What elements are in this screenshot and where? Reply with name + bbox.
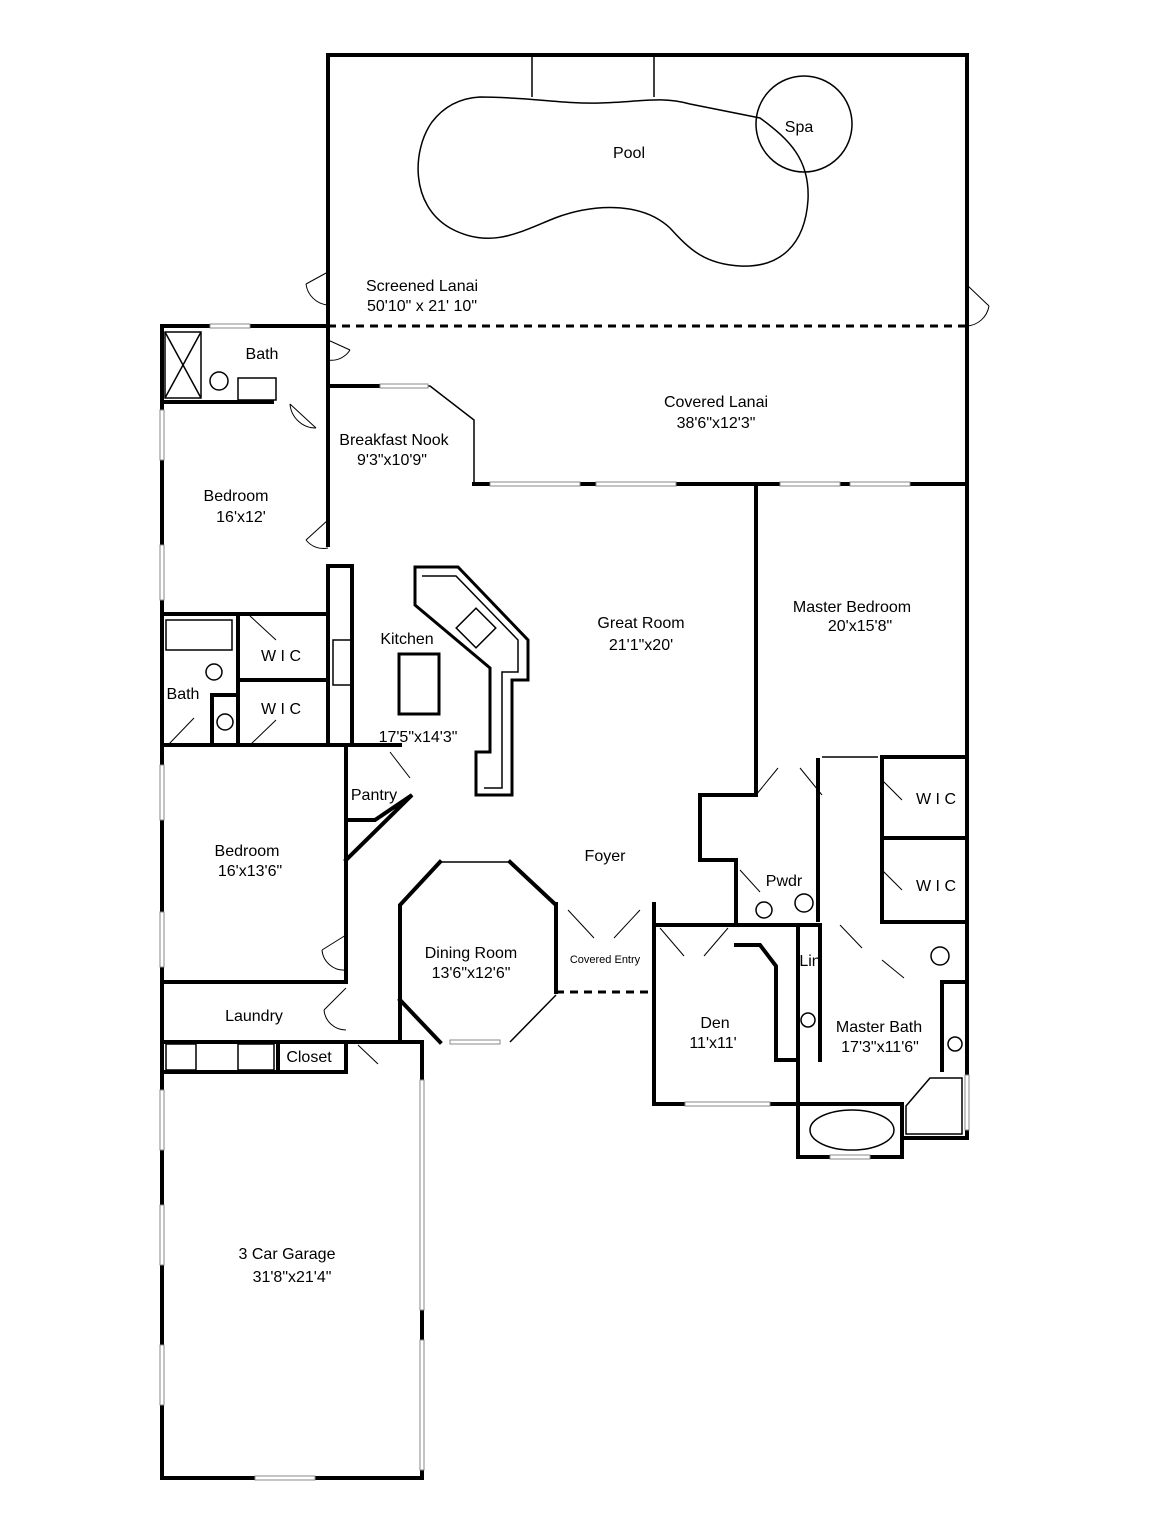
spa-shape (755, 75, 853, 173)
dining-room-name: Dining Room (425, 945, 517, 962)
covered-entry-label: Covered Entry (570, 954, 641, 966)
kitchen-size: 17'5"x14'3" (379, 729, 458, 746)
covered-lanai-size: 38'6"x12'3" (677, 415, 756, 432)
master-bedroom-name: Master Bedroom (793, 599, 911, 616)
bedroom-2-name: Bedroom (215, 843, 280, 860)
door-swings (167, 339, 905, 1065)
master-bedroom-size: 20'x15'8" (828, 618, 892, 635)
screened-lanai-name: Screened Lanai (366, 278, 478, 295)
master-bath-name: Master Bath (836, 1019, 922, 1036)
garage-name: 3 Car Garage (239, 1246, 336, 1263)
spa-label: Spa (785, 119, 814, 136)
bath-middle-label: Bath (167, 686, 200, 703)
master-bath-size: 17'3"x11'6" (841, 1039, 919, 1056)
lin-label: Lin (799, 953, 820, 970)
pool-shape (417, 96, 809, 267)
great-room-name: Great Room (597, 615, 684, 632)
den-name: Den (700, 1015, 729, 1032)
breakfast-nook-size: 9'3"x10'9" (357, 452, 427, 469)
laundry-label: Laundry (225, 1008, 283, 1025)
great-room-size: 21'1"x20' (609, 637, 673, 654)
bath-upper-label: Bath (246, 346, 279, 363)
bedroom-1-name: Bedroom (204, 488, 269, 505)
den-size: 11'x11' (689, 1035, 736, 1052)
bedroom-2-size: 16'x13'6" (218, 863, 282, 880)
interior-walls (160, 324, 969, 1159)
screened-lanai-size: 50'10" x 21' 10" (367, 298, 477, 315)
closet-label: Closet (286, 1049, 332, 1066)
fixtures (164, 331, 963, 1151)
garage-size: 31'8"x21'4" (253, 1269, 332, 1286)
kitchen-island (397, 652, 441, 716)
wic-master-1-label: W I C (916, 791, 956, 808)
bedroom-1-size: 16'x12' (216, 509, 266, 526)
kitchen-counters (332, 565, 530, 797)
screened-lanai (305, 53, 990, 328)
pool-label: Pool (613, 145, 645, 162)
dining-room-size: 13'6"x12'6" (432, 965, 511, 982)
pantry-label: Pantry (351, 787, 397, 804)
pwdr-label: Pwdr (766, 873, 803, 890)
wic-2-label: W I C (261, 701, 301, 718)
house-walls (160, 324, 969, 1480)
kitchen-name: Kitchen (380, 631, 433, 648)
covered-lanai-name: Covered Lanai (664, 394, 768, 411)
breakfast-nook-name: Breakfast Nook (339, 432, 449, 449)
wic-master-2-label: W I C (916, 878, 956, 895)
wic-1-label: W I C (261, 648, 301, 665)
windows (159, 323, 970, 1481)
foyer-label: Foyer (585, 848, 627, 865)
